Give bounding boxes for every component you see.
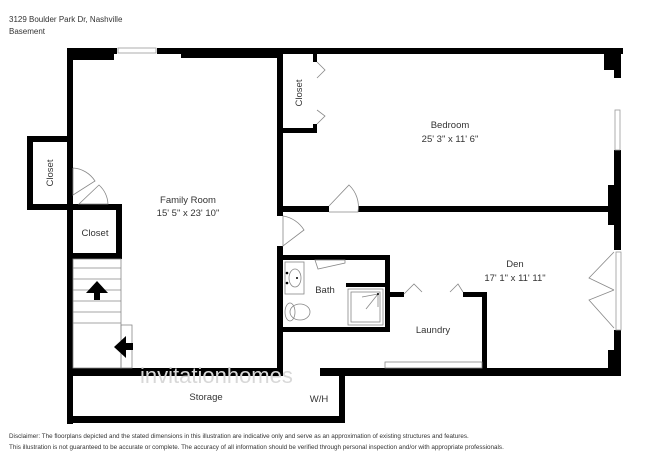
room-name-bath: Bath: [315, 285, 335, 296]
floor-level: Basement: [9, 27, 46, 36]
arrow-left-icon: [114, 336, 133, 358]
windows: [117, 47, 622, 331]
stair-arrows: [86, 281, 133, 358]
room-name-closet-lower: Closet: [82, 228, 109, 239]
room-name-storage: Storage: [189, 392, 222, 403]
walls: [27, 48, 623, 424]
room-name-laundry: Laundry: [416, 325, 451, 336]
room-dims-family-room: 15' 5" x 23' 10": [157, 208, 220, 219]
room-dims-den: 17' 1" x 11' 11": [484, 273, 545, 284]
disclaimer-line-2: This illustration is not guaranteed to b…: [9, 444, 504, 451]
room-name-bedroom: Bedroom: [431, 120, 470, 131]
arrow-up-icon: [86, 281, 108, 300]
room-name-water-heater: W/H: [310, 394, 329, 405]
room-name-closet-left: Closet: [45, 159, 56, 186]
property-address: 3129 Boulder Park Dr, Nashville: [9, 15, 123, 24]
fixtures: [285, 271, 379, 295]
room-name-den: Den: [506, 259, 523, 270]
room-dims-bedroom: 25' 3" x 11' 6": [422, 134, 479, 145]
disclaimer-line-1: Disclaimer: The floorplans depicted and …: [9, 433, 469, 440]
door-swings: [72, 61, 615, 369]
room-name-closet-bedroom: Closet: [294, 79, 305, 106]
room-name-family-room: Family Room: [160, 195, 216, 206]
watermark: invitationhomes: [140, 363, 293, 388]
